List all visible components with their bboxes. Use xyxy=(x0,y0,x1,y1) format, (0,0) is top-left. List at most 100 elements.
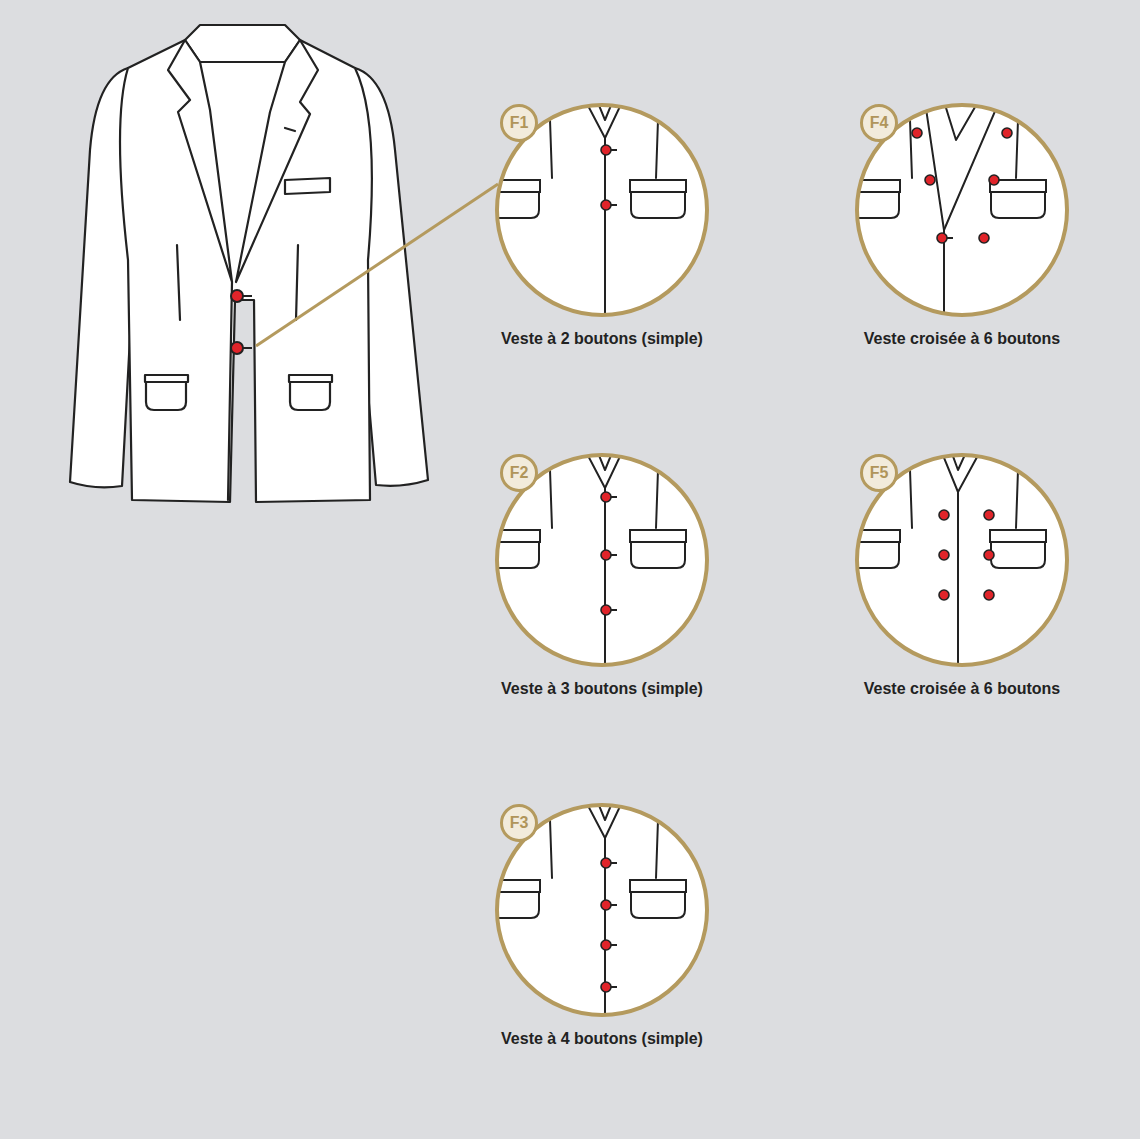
jacket-drawing xyxy=(70,25,428,502)
callout-number: F4 xyxy=(860,104,898,142)
button xyxy=(979,233,989,243)
detail-stroke xyxy=(1016,120,1018,178)
pocket-welt xyxy=(630,530,686,542)
button xyxy=(601,940,611,950)
button xyxy=(984,510,994,520)
pocket-welt xyxy=(990,530,1046,542)
detail-stroke xyxy=(942,95,982,140)
pocket-welt xyxy=(844,530,900,542)
button xyxy=(984,590,994,600)
callout-circle xyxy=(857,455,1067,665)
detail-stroke xyxy=(1016,470,1018,528)
detail-stroke xyxy=(1002,95,1032,105)
callout-number: F1 xyxy=(500,104,538,142)
detail-drawing xyxy=(844,95,1066,330)
callout-circle xyxy=(857,105,1067,315)
leader-line xyxy=(256,184,498,346)
detail-stroke xyxy=(500,450,502,530)
pocket-welt xyxy=(630,880,686,892)
detail-stroke xyxy=(604,138,606,330)
detail-drawing xyxy=(484,98,706,330)
callout-circle xyxy=(497,805,707,1015)
pocket-welt xyxy=(484,880,540,892)
button xyxy=(601,858,611,868)
detail-stroke xyxy=(860,100,862,180)
detail-stroke xyxy=(910,120,912,178)
button xyxy=(984,550,994,560)
detail-stroke xyxy=(500,800,502,880)
button xyxy=(601,200,611,210)
callout-detail: F4Veste croisée à 6 boutons xyxy=(832,80,1092,340)
button xyxy=(601,492,611,502)
button xyxy=(601,605,611,615)
detail-stroke xyxy=(704,450,706,530)
pocket-flap xyxy=(485,892,539,918)
button xyxy=(989,175,999,185)
buttonhole xyxy=(611,496,617,498)
detail-stroke xyxy=(550,820,552,878)
detail-stroke xyxy=(656,820,658,878)
callout-number: F2 xyxy=(500,454,538,492)
detail-stroke xyxy=(704,100,706,180)
pocket-welt xyxy=(844,180,900,192)
button xyxy=(601,900,611,910)
buttonhole xyxy=(947,237,953,239)
detail-stroke xyxy=(596,98,614,120)
detail-stroke xyxy=(596,448,614,470)
detail-stroke xyxy=(604,488,606,680)
button xyxy=(937,233,947,243)
detail-drawing xyxy=(844,448,1066,680)
detail-stroke xyxy=(1064,100,1066,180)
detail-stroke xyxy=(704,800,706,880)
detail-stroke xyxy=(910,470,912,528)
detail-drawing xyxy=(484,448,706,680)
buttonhole xyxy=(611,986,617,988)
pocket-flap xyxy=(991,192,1045,218)
detail-stroke xyxy=(656,470,658,528)
detail-stroke xyxy=(944,95,1002,230)
button xyxy=(912,128,922,138)
caption: Veste croisée à 6 boutons xyxy=(864,330,1061,348)
callout-detail: F5Veste croisée à 6 boutons xyxy=(832,430,1092,690)
detail-stroke xyxy=(924,95,944,330)
pocket-welt xyxy=(630,180,686,192)
buttonhole xyxy=(611,149,617,151)
detail-stroke xyxy=(957,492,959,680)
caption: Veste à 3 boutons (simple) xyxy=(501,680,703,698)
pocket-flap xyxy=(485,542,539,568)
detail-stroke xyxy=(656,120,658,178)
buttonhole xyxy=(611,904,617,906)
jacket-buttons xyxy=(231,290,252,354)
callout-number: F5 xyxy=(860,454,898,492)
detail-stroke xyxy=(596,798,614,820)
detail-stroke xyxy=(1064,450,1066,530)
detail-stroke xyxy=(550,470,552,528)
callout-detail: F2Veste à 3 boutons (simple) xyxy=(472,430,732,690)
buttonhole xyxy=(611,944,617,946)
button xyxy=(601,145,611,155)
caption: Veste à 4 boutons (simple) xyxy=(501,1030,703,1048)
callout-number: F3 xyxy=(500,804,538,842)
pocket-flap xyxy=(991,542,1045,568)
caption: Veste à 2 boutons (simple) xyxy=(501,330,703,348)
button xyxy=(601,550,611,560)
detail-stroke xyxy=(860,450,862,530)
caption: Veste croisée à 6 boutons xyxy=(864,680,1061,698)
detail-stroke xyxy=(950,448,968,470)
callout-detail: F3Veste à 4 boutons (simple) xyxy=(472,780,732,1040)
callout-circle xyxy=(497,105,707,315)
pocket-flap xyxy=(631,892,685,918)
pocket-flap xyxy=(485,192,539,218)
button xyxy=(925,175,935,185)
callout-circle xyxy=(497,455,707,665)
button xyxy=(601,982,611,992)
detail-stroke xyxy=(500,100,502,180)
pocket-welt xyxy=(484,530,540,542)
detail-drawing xyxy=(484,798,706,1030)
button xyxy=(1002,128,1012,138)
buttonhole xyxy=(611,862,617,864)
pocket-welt xyxy=(484,180,540,192)
buttonhole xyxy=(611,204,617,206)
pocket-flap xyxy=(631,192,685,218)
button xyxy=(939,550,949,560)
